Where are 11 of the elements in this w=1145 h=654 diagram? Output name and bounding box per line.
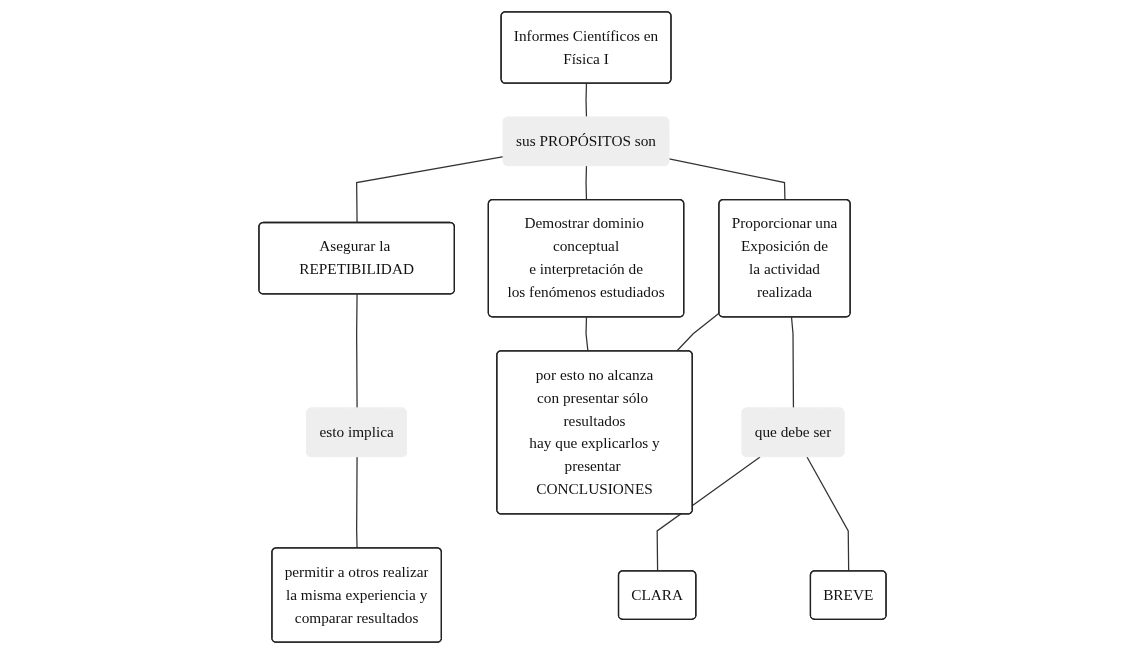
- connector: [668, 158, 786, 201]
- connector: [356, 293, 358, 410]
- connector: [356, 156, 505, 224]
- connector: [356, 456, 358, 549]
- connector: [585, 82, 588, 119]
- connector: [585, 316, 589, 352]
- connector: [675, 312, 720, 352]
- connector: [585, 165, 588, 201]
- connector: [656, 456, 761, 572]
- connector: [806, 456, 850, 572]
- connector: [790, 316, 795, 410]
